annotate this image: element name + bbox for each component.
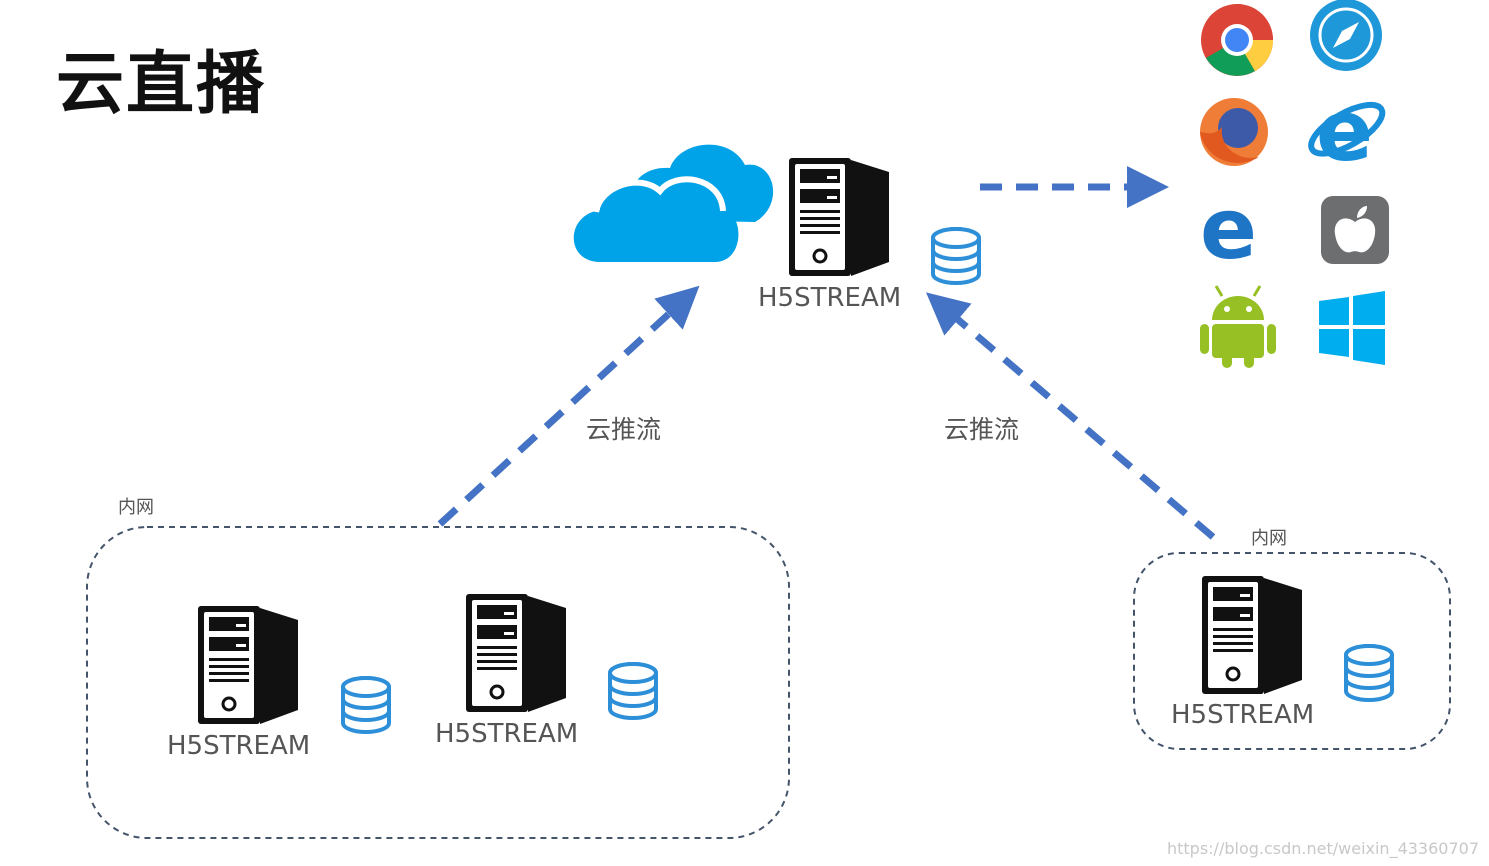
server-label: H5STREAM xyxy=(167,731,311,761)
server-label: H5STREAM xyxy=(435,719,579,749)
chrome-icon xyxy=(1201,4,1273,76)
android-icon xyxy=(1200,285,1276,368)
safari-icon xyxy=(1310,0,1382,71)
lan-left-group xyxy=(86,526,790,839)
database-icon xyxy=(608,662,658,720)
group-label: 内网 xyxy=(1251,528,1287,549)
watermark: https://blog.csdn.net/weixin_43360707 xyxy=(1166,839,1479,858)
group-label: 内网 xyxy=(118,497,154,518)
server-icon xyxy=(1200,574,1304,696)
firefox-icon xyxy=(1200,98,1268,166)
edge-label: 云推流 xyxy=(944,415,1020,444)
database-icon xyxy=(931,227,981,285)
server-label: H5STREAM xyxy=(1171,700,1315,730)
ie-icon: e xyxy=(1308,82,1386,180)
server-label: H5STREAM xyxy=(758,283,902,313)
edge-label: 云推流 xyxy=(586,415,662,444)
lan-right-group xyxy=(1133,552,1451,750)
windows-icon xyxy=(1319,291,1385,365)
edge-icon: e xyxy=(1200,180,1257,278)
server-icon xyxy=(787,156,891,278)
cloud-icon xyxy=(573,144,774,262)
right-push-arrow xyxy=(926,292,1216,540)
database-icon xyxy=(341,676,391,734)
server-icon xyxy=(464,592,568,714)
svg-text:e: e xyxy=(1200,180,1257,278)
apple-icon xyxy=(1321,196,1389,264)
database-icon xyxy=(1344,644,1394,702)
page-title: 云直播 xyxy=(56,45,267,124)
left-push-arrow xyxy=(437,285,700,527)
server-icon xyxy=(196,604,300,726)
svg-text:e: e xyxy=(1316,82,1373,180)
